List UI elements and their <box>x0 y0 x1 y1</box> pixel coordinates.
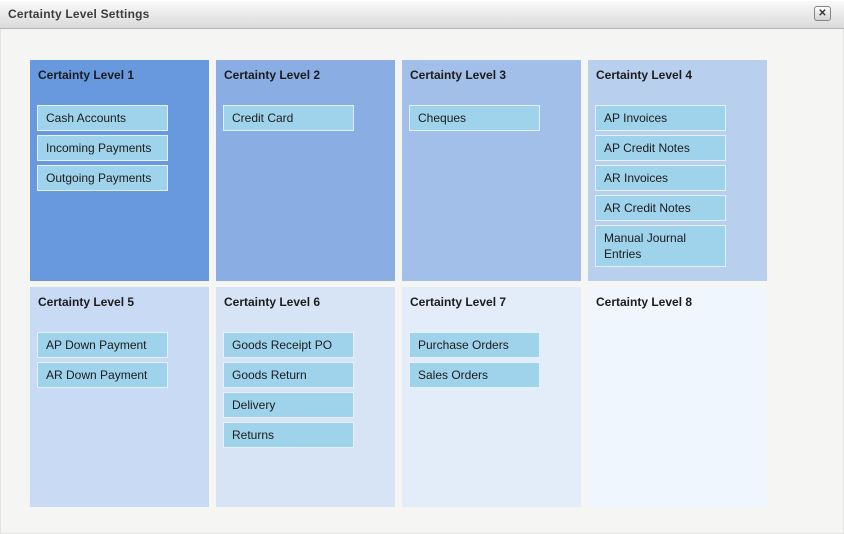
dialog-titlebar[interactable]: Certainty Level Settings ✕ <box>0 0 844 29</box>
document-type-chip[interactable]: Sales Orders <box>409 362 540 388</box>
document-type-chip[interactable]: AP Invoices <box>595 105 726 131</box>
panel-certainty-level-5[interactable]: Certainty Level 5 AP Down Payment AR Down… <box>30 287 209 507</box>
document-type-chip[interactable]: Incoming Payments <box>37 135 168 161</box>
panel-items: AP Down Payment AR Down Payment <box>37 332 209 388</box>
panel-title: Certainty Level 6 <box>224 295 321 309</box>
panel-items: AP Invoices AP Credit Notes AR Invoices AR … <box>595 105 767 267</box>
document-type-chip[interactable]: AP Credit Notes <box>595 135 726 161</box>
close-icon[interactable]: ✕ <box>814 6 831 21</box>
panel-certainty-level-3[interactable]: Certainty Level 3 Cheques <box>402 60 581 281</box>
document-type-chip[interactable]: Delivery <box>223 392 354 418</box>
document-type-chip[interactable]: Goods Receipt PO <box>223 332 354 358</box>
panel-title: Certainty Level 3 <box>410 68 507 82</box>
document-type-chip[interactable]: Returns <box>223 422 354 448</box>
panel-title: Certainty Level 8 <box>596 295 693 309</box>
document-type-chip[interactable]: Credit Card <box>223 105 354 131</box>
dialog-title: Certainty Level Settings <box>8 7 150 21</box>
panel-items: Cheques <box>409 105 581 131</box>
panel-certainty-level-2[interactable]: Certainty Level 2 Credit Card <box>216 60 395 281</box>
document-type-chip[interactable]: AP Down Payment <box>37 332 168 358</box>
document-type-chip[interactable]: Manual Journal Entries <box>595 225 726 267</box>
document-type-chip[interactable]: AR Down Payment <box>37 362 168 388</box>
panel-title: Certainty Level 4 <box>596 68 693 82</box>
document-type-chip[interactable]: AR Invoices <box>595 165 726 191</box>
panel-certainty-level-4[interactable]: Certainty Level 4 AP Invoices AP Credit N… <box>588 60 767 281</box>
panel-title: Certainty Level 1 <box>38 68 135 82</box>
document-type-chip[interactable]: AR Credit Notes <box>595 195 726 221</box>
document-type-chip[interactable]: Cash Accounts <box>37 105 168 131</box>
document-type-chip[interactable]: Cheques <box>409 105 540 131</box>
panel-title: Certainty Level 2 <box>224 68 321 82</box>
panel-title: Certainty Level 7 <box>410 295 507 309</box>
panel-certainty-level-8[interactable]: Certainty Level 8 <box>588 287 767 507</box>
panel-items: Credit Card <box>223 105 395 131</box>
document-type-chip[interactable]: Outgoing Payments <box>37 165 168 191</box>
document-type-chip[interactable]: Goods Return <box>223 362 354 388</box>
panel-title: Certainty Level 5 <box>38 295 135 309</box>
document-type-chip[interactable]: Purchase Orders <box>409 332 540 358</box>
